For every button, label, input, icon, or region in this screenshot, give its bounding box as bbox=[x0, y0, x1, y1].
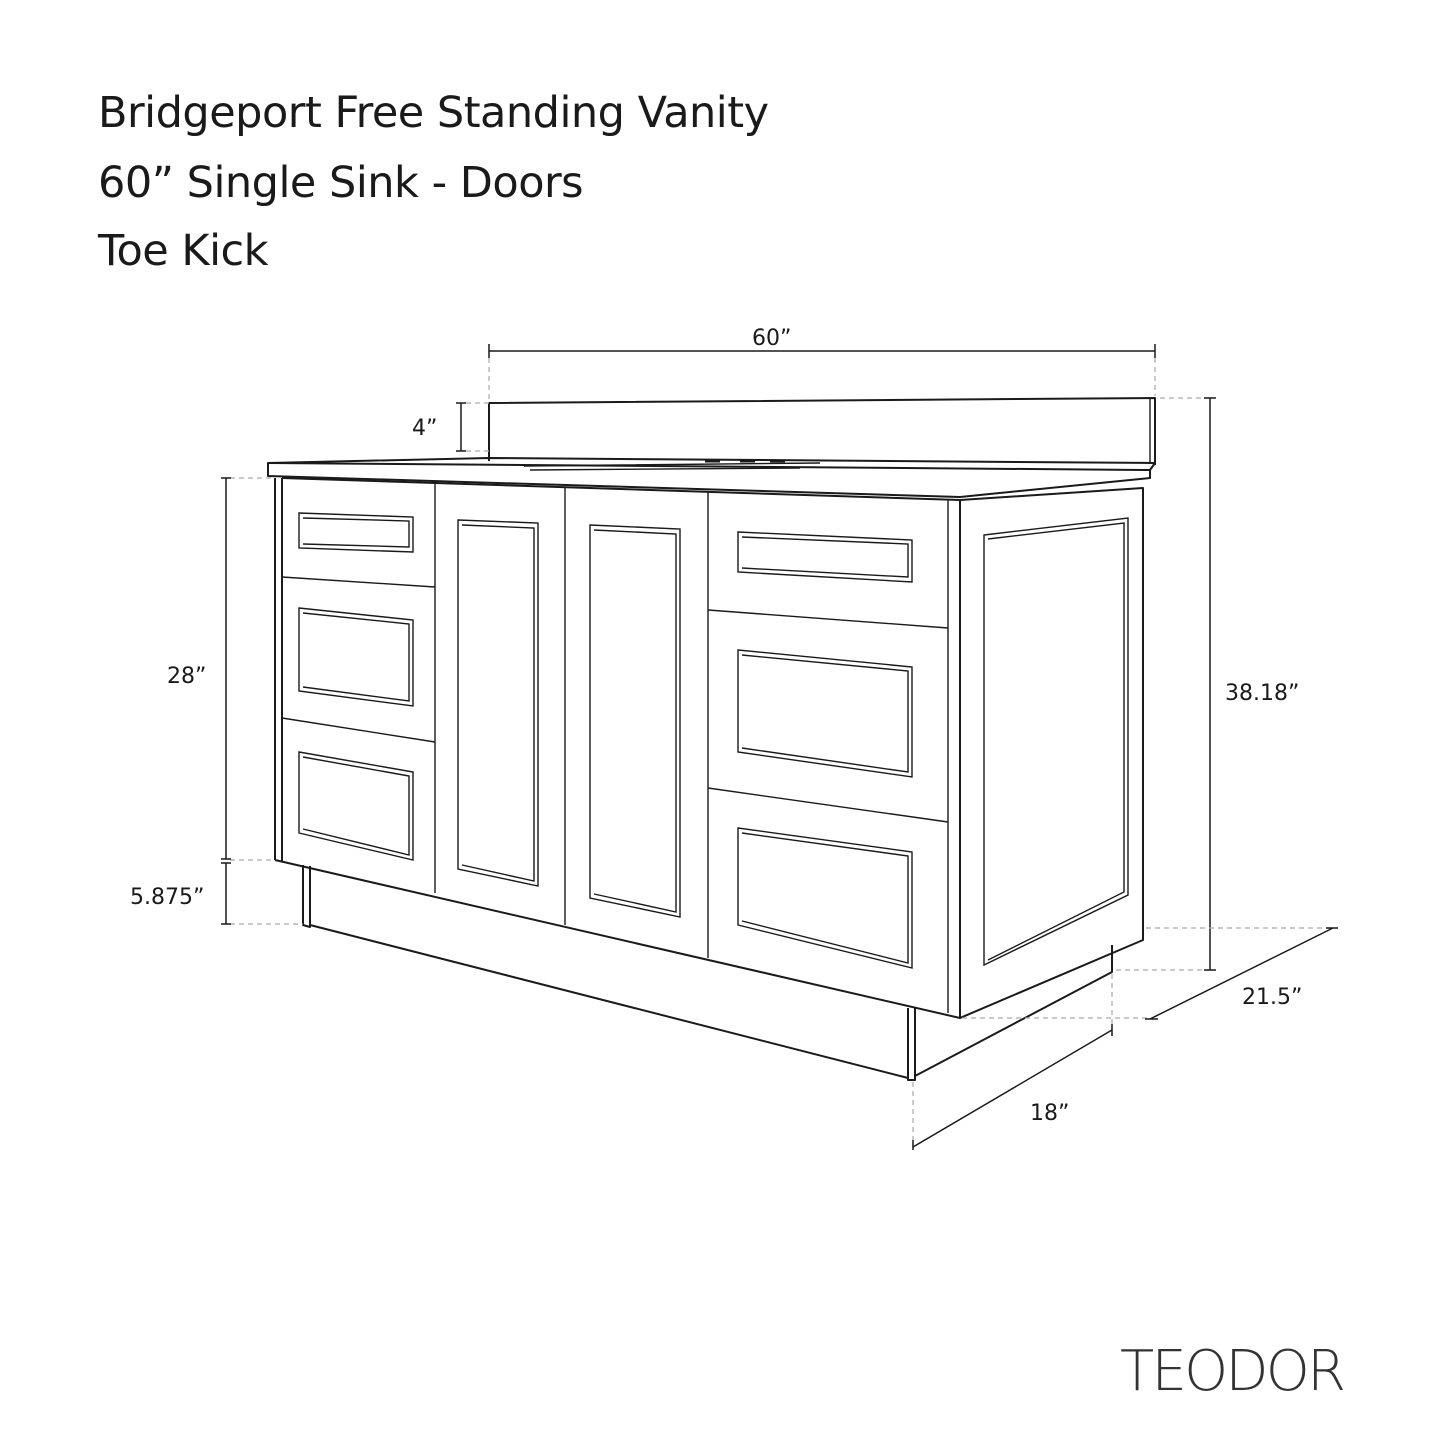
width-label: 60” bbox=[752, 326, 791, 351]
title-line-3: Toe Kick bbox=[98, 226, 269, 276]
brand-logo: TEODOR bbox=[1120, 1339, 1348, 1404]
top-depth-label: 21.5” bbox=[1242, 985, 1302, 1010]
side-panel bbox=[983, 517, 1129, 967]
cabinet-depth-label: 18” bbox=[1030, 1101, 1069, 1126]
left-drawers bbox=[281, 512, 436, 861]
backsplash bbox=[488, 397, 1156, 465]
toe-kick bbox=[302, 865, 1113, 1081]
doors bbox=[457, 519, 681, 918]
title-line-1: Bridgeport Free Standing Vanity bbox=[98, 88, 769, 138]
backsplash-label: 4” bbox=[412, 416, 437, 441]
cabinet-body bbox=[274, 477, 1144, 1019]
countertop bbox=[267, 457, 1156, 498]
dimension-lines bbox=[221, 344, 1338, 1150]
right-drawers bbox=[707, 531, 949, 969]
toe-kick-label: 5.875” bbox=[130, 885, 204, 910]
cabinet-height-label: 28” bbox=[167, 664, 206, 689]
total-height-label: 38.18” bbox=[1225, 681, 1299, 706]
title-line-2: 60” Single Sink - Doors bbox=[98, 158, 584, 208]
